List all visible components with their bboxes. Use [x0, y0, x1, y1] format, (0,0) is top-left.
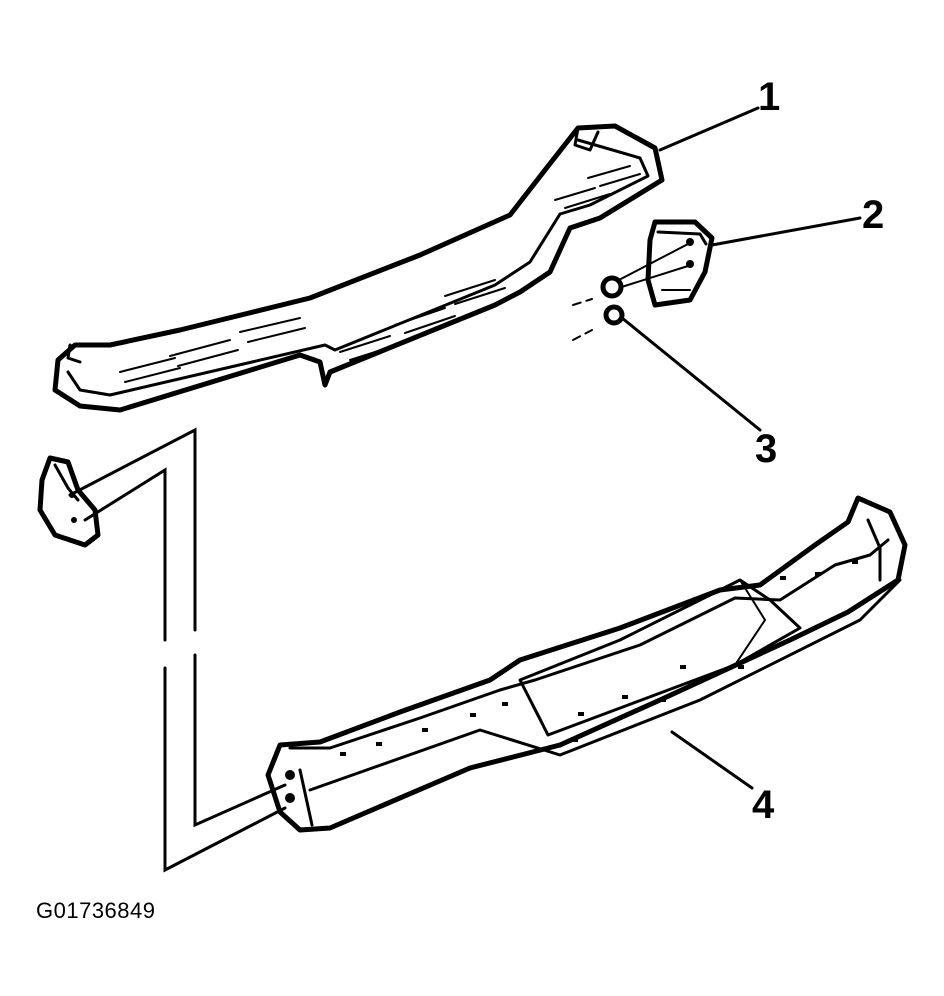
callout-label-2: 2 — [862, 193, 884, 237]
step-pad — [52, 123, 665, 413]
callout-label-1: 1 — [758, 75, 780, 119]
assembly-guide-lines — [68, 427, 287, 873]
callout-label-3: 3 — [755, 427, 777, 471]
bumper-bar — [265, 495, 908, 833]
callout-leaders — [620, 106, 862, 790]
callout-label-4: 4 — [752, 783, 775, 827]
figure-id-label: G01736849 — [36, 898, 156, 923]
end-cap-right — [611, 219, 715, 308]
end-cap-left — [37, 455, 101, 548]
fasteners — [572, 275, 625, 341]
